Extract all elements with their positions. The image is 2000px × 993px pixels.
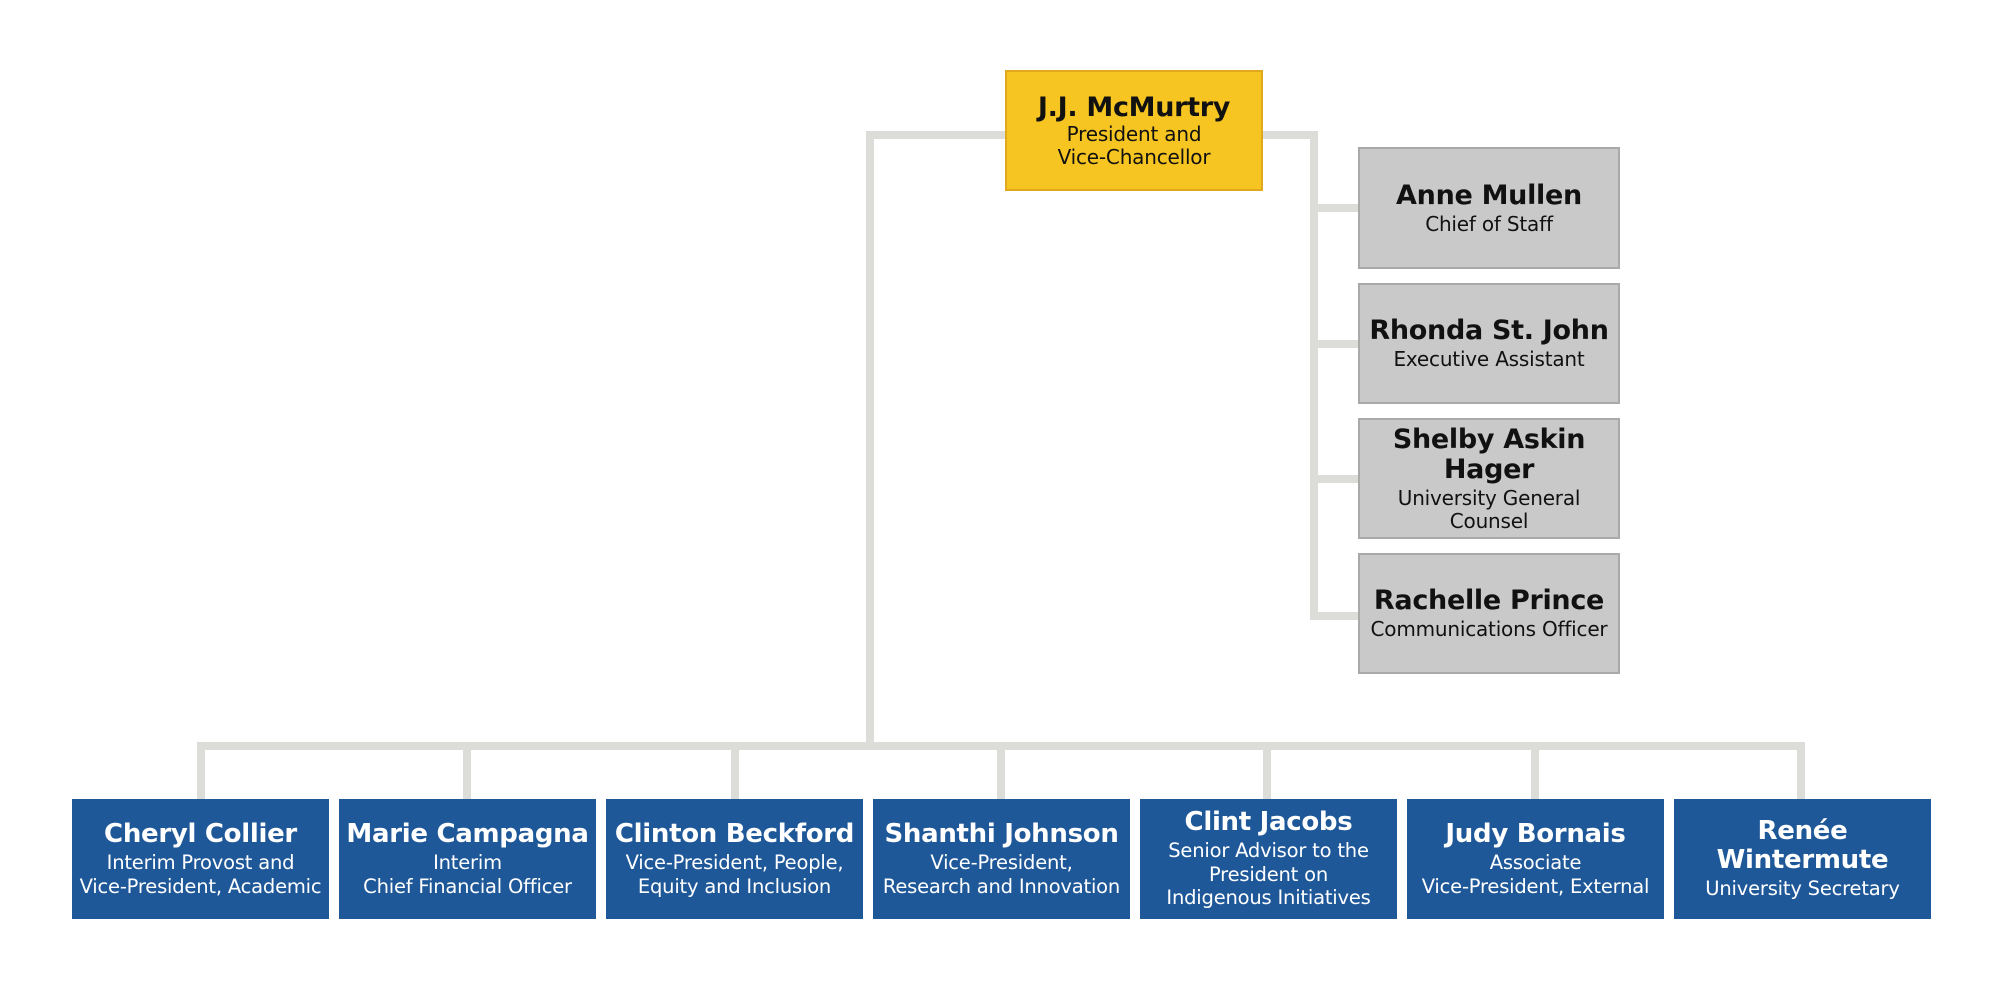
connector-staff-vertical bbox=[1310, 131, 1318, 620]
connector-staff-3 bbox=[1310, 475, 1360, 483]
staff-title: University General Counsel bbox=[1397, 486, 1581, 533]
staff-title: Communications Officer bbox=[1370, 617, 1608, 642]
report-box-vp-people: Clinton Beckford Vice-President, People,… bbox=[606, 799, 863, 919]
staff-box-executive-assistant: Rhonda St. John Executive Assistant bbox=[1358, 283, 1620, 404]
report-name: Clint Jacobs bbox=[1184, 807, 1353, 838]
staff-title: Executive Assistant bbox=[1393, 347, 1585, 372]
connector-report-7 bbox=[1797, 742, 1805, 800]
staff-box-communications-officer: Rachelle Prince Communications Officer bbox=[1358, 553, 1620, 674]
connector-report-1 bbox=[197, 742, 205, 800]
report-title: Vice-President, People, Equity and Inclu… bbox=[625, 851, 844, 898]
staff-box-chief-of-staff: Anne Mullen Chief of Staff bbox=[1358, 147, 1620, 269]
report-name: Marie Campagna bbox=[346, 819, 589, 850]
staff-box-general-counsel: Shelby Askin Hager University General Co… bbox=[1358, 418, 1620, 539]
president-name: J.J. McMurtry bbox=[1037, 91, 1231, 123]
president-box: J.J. McMurtry President and Vice-Chancel… bbox=[1005, 70, 1263, 191]
report-title: Vice-President, Research and Innovation bbox=[882, 851, 1121, 898]
staff-name: Anne Mullen bbox=[1396, 179, 1582, 211]
report-title: Interim Chief Financial Officer bbox=[363, 851, 572, 898]
staff-title: Chief of Staff bbox=[1425, 211, 1553, 236]
connector-staff-2 bbox=[1310, 340, 1360, 348]
report-title: Interim Provost and Vice-President, Acad… bbox=[79, 851, 322, 898]
connector-report-4 bbox=[997, 742, 1005, 800]
report-box-vp-research: Shanthi Johnson Vice-President, Research… bbox=[873, 799, 1130, 919]
report-box-indigenous-initiatives: Clint Jacobs Senior Advisor to the Presi… bbox=[1140, 799, 1397, 919]
report-name: Shanthi Johnson bbox=[884, 819, 1119, 850]
report-title: Senior Advisor to the President on Indig… bbox=[1166, 839, 1371, 910]
report-box-avp-external: Judy Bornais Associate Vice-President, E… bbox=[1407, 799, 1664, 919]
connector-report-6 bbox=[1531, 742, 1539, 800]
report-name: Clinton Beckford bbox=[614, 819, 855, 850]
report-box-provost: Cheryl Collier Interim Provost and Vice-… bbox=[72, 799, 329, 919]
report-name: Cheryl Collier bbox=[104, 819, 297, 850]
connector-report-3 bbox=[731, 742, 739, 800]
staff-name: Shelby Askin Hager bbox=[1392, 423, 1586, 486]
staff-name: Rachelle Prince bbox=[1373, 585, 1605, 617]
connector-head-left-stub bbox=[866, 131, 1008, 139]
connector-report-5 bbox=[1263, 742, 1271, 800]
report-box-cfo: Marie Campagna Interim Chief Financial O… bbox=[339, 799, 596, 919]
report-title: University Secretary bbox=[1705, 877, 1900, 901]
president-title: President and Vice-Chancellor bbox=[1057, 122, 1211, 169]
report-title: Associate Vice-President, External bbox=[1421, 851, 1650, 898]
connector-staff-4 bbox=[1310, 612, 1360, 620]
connector-head-right-stub bbox=[1262, 131, 1318, 139]
connector-main-vertical bbox=[866, 131, 874, 750]
report-name: Judy Bornais bbox=[1445, 819, 1626, 850]
staff-name: Rhonda St. John bbox=[1369, 315, 1609, 347]
connector-staff-1 bbox=[1310, 204, 1360, 212]
connector-report-2 bbox=[463, 742, 471, 800]
report-name: Renée Wintermute bbox=[1716, 816, 1889, 876]
report-box-university-secretary: Renée Wintermute University Secretary bbox=[1674, 799, 1931, 919]
